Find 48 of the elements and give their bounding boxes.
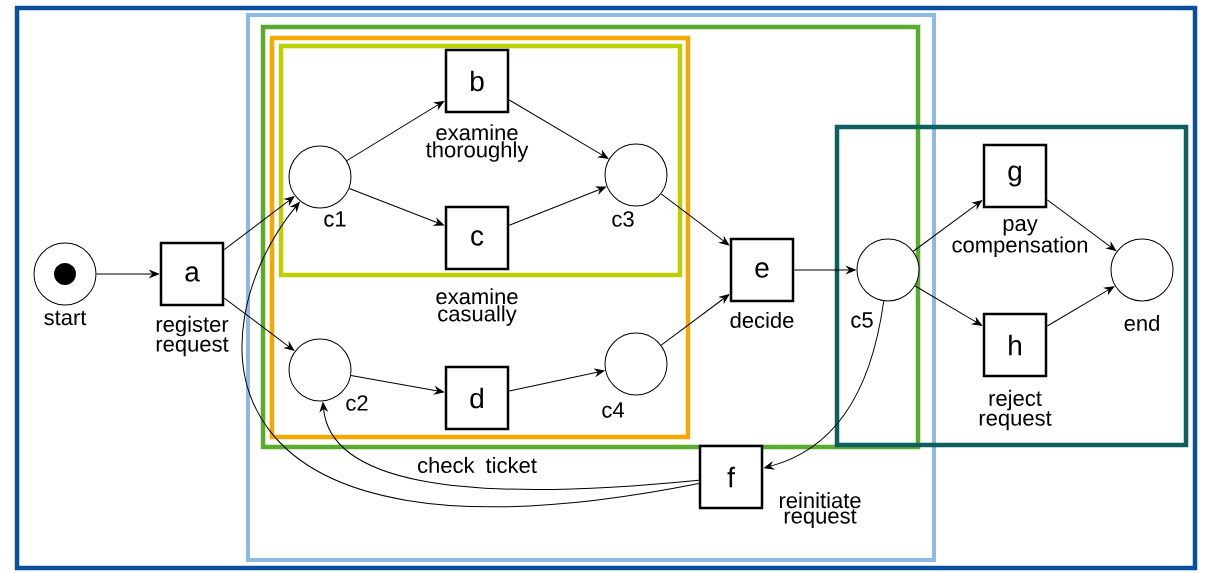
node-label: start xyxy=(44,310,87,326)
place-circle xyxy=(288,145,352,209)
place-circle xyxy=(1110,238,1174,302)
node-label: examine thoroughly xyxy=(425,124,529,162)
transition-box: g xyxy=(982,143,1048,209)
arc-arrow xyxy=(223,297,295,351)
node-label: c4 xyxy=(602,402,624,418)
transition-box: d xyxy=(444,365,510,431)
arc-arrow xyxy=(912,200,983,252)
transition-box: e xyxy=(729,237,795,303)
arc-arrow xyxy=(223,196,295,251)
node-label: check ticket xyxy=(418,456,537,474)
arc-arrow xyxy=(660,193,730,246)
arc-arrow xyxy=(96,270,159,278)
arc-arrow xyxy=(319,402,700,490)
arc-arrow xyxy=(764,300,885,470)
arc-arrow xyxy=(508,368,605,392)
transition-box: f xyxy=(698,444,764,510)
arc-arrow xyxy=(241,201,700,508)
node-label: reject request xyxy=(979,389,1052,431)
arc-arrow xyxy=(793,266,856,274)
node-label: reinitiate request xyxy=(779,492,861,528)
node-label: decide xyxy=(730,311,794,329)
transition-box: a xyxy=(159,241,225,307)
arc-arrow xyxy=(914,285,983,326)
arc-arrow xyxy=(1046,199,1117,251)
node-label: examine casually xyxy=(436,288,518,326)
place-circle xyxy=(856,238,920,302)
node-label: c2 xyxy=(346,395,368,411)
arc-arrow xyxy=(508,186,606,226)
arc-arrow xyxy=(660,294,730,346)
node-label: end xyxy=(1124,314,1159,332)
arc-arrow xyxy=(348,187,444,226)
transition-box: h xyxy=(982,312,1048,378)
arc-arrow xyxy=(350,375,444,395)
node-label: c1 xyxy=(324,211,346,227)
arc-arrow xyxy=(508,99,609,159)
place-circle xyxy=(604,143,668,207)
arc-arrow xyxy=(1046,286,1115,327)
place-circle xyxy=(604,332,668,396)
node-label: c5 xyxy=(851,312,873,328)
transition-box: c xyxy=(444,205,510,271)
node-label: register request xyxy=(156,315,229,357)
start-place-circle xyxy=(33,242,97,306)
node-label: pay compensation xyxy=(952,219,1088,257)
node-label: c3 xyxy=(612,211,634,227)
transition-box: b xyxy=(444,48,510,114)
arc-arrow xyxy=(346,100,445,162)
